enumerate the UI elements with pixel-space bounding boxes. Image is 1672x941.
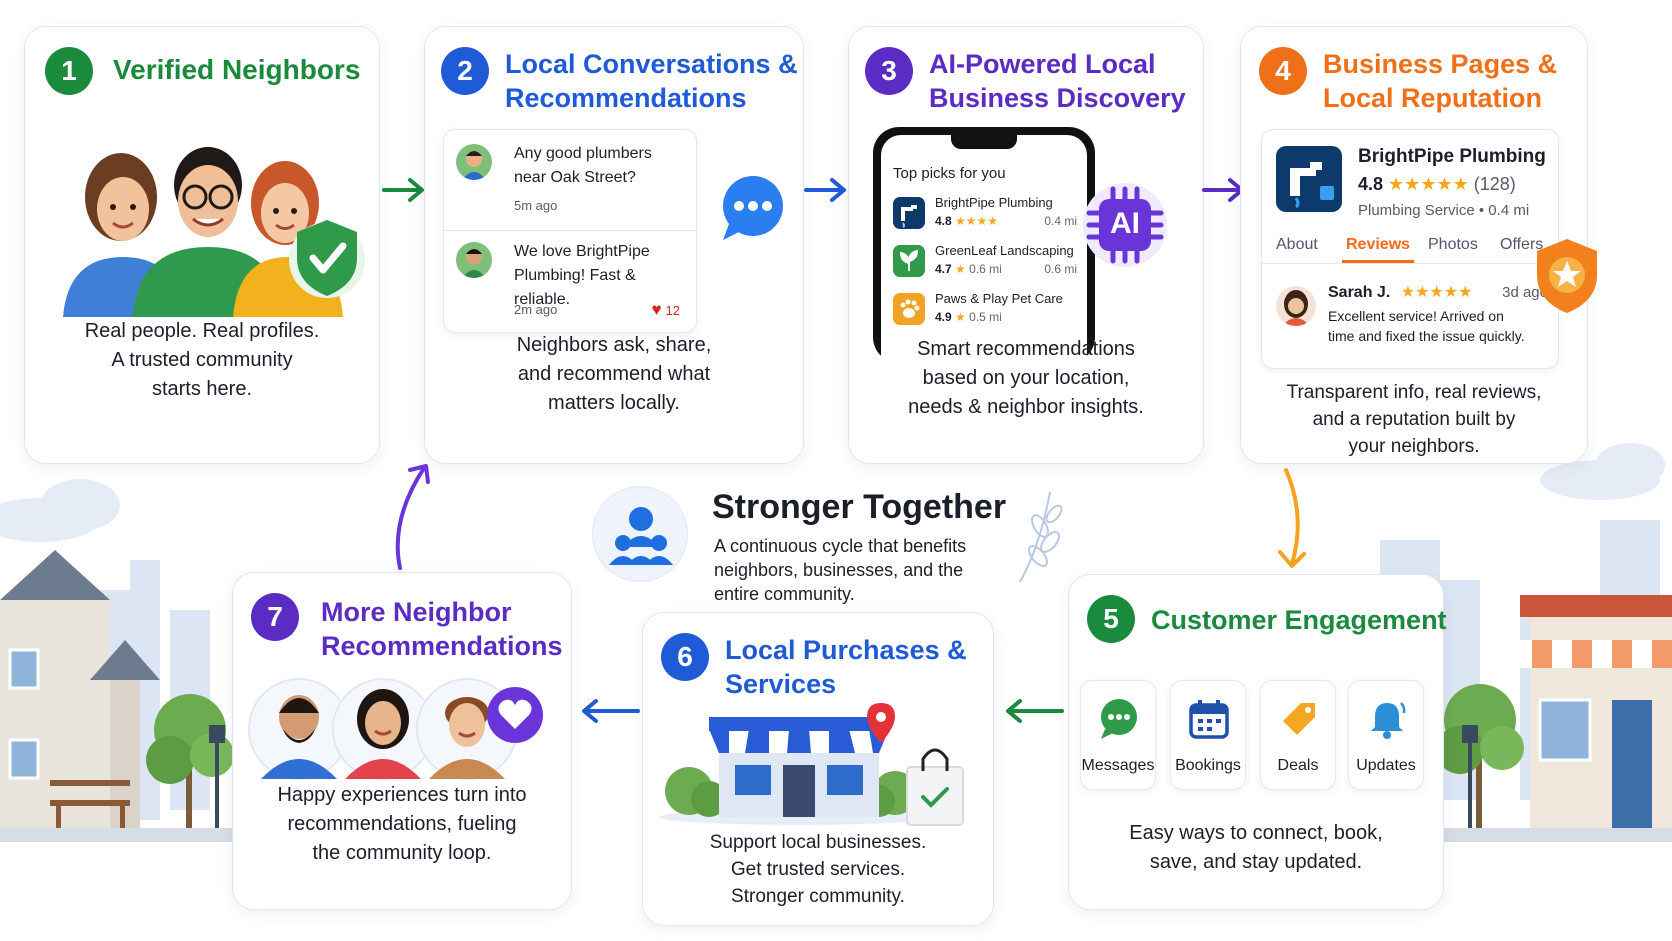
business-logo [1276, 146, 1342, 212]
step-6-description: Support local businesses. Get trusted se… [709, 832, 927, 907]
step-7-number: 7 [251, 593, 299, 641]
leaf-sprig-icon [1019, 491, 1063, 583]
step-2-title: Local Conversations & Recommendations [505, 49, 798, 113]
arrow-5-to-6 [1006, 699, 1064, 723]
avatar [456, 144, 492, 180]
pick-item[interactable]: GreenLeaf Landscaping 4.7 ★ 0.6 mi 0.6 m… [893, 241, 1077, 281]
arrow-4-to-5 [1278, 468, 1306, 568]
business-name: BrightPipe Plumbing [1358, 146, 1546, 167]
chat-message-text: Any good plumbers near Oak Street? [514, 145, 652, 186]
center-subtitle: A continuous cycle that benefits neighbo… [714, 536, 967, 604]
step-2-number: 2 [441, 47, 489, 95]
step-6-number: 6 [661, 633, 709, 681]
phone-notch [951, 135, 1017, 149]
step-7-title: More Neighbor Recommendations [321, 597, 563, 661]
chat-bubble-icon [1101, 699, 1137, 739]
heart-icon [487, 687, 543, 743]
tab-offers[interactable]: Offers [1500, 236, 1544, 253]
step-3-card: 3 AI-Powered Local Business Discovery To… [848, 26, 1204, 464]
chat-message-time: 5m ago [514, 198, 558, 213]
arrow-7-to-2 [395, 464, 430, 570]
tab-photos[interactable]: Photos [1428, 236, 1478, 253]
step-3-title: AI-Powered Local Business Discovery [929, 49, 1186, 113]
phone-screen: Top picks for you BrightPipe Plumbing 4.… [881, 135, 1087, 363]
step-3-description: Smart recommendations based on your loca… [908, 338, 1144, 418]
step-1-description: Real people. Real profiles. A trusted co… [84, 320, 320, 400]
updates-tile[interactable]: Updates [1348, 680, 1424, 790]
business-category: Plumbing Service • 0.4 mi [1358, 202, 1530, 219]
avatar [1276, 286, 1316, 326]
step-1-title: Verified Neighbors [113, 54, 361, 85]
business-rating: 4.8 ★★★★★ (128) [1358, 174, 1516, 194]
step-2-description: Neighbors ask, share, and recommend what… [516, 334, 712, 414]
bell-icon [1371, 702, 1406, 739]
review-text: Excellent service! Arrived on time and f… [1328, 308, 1525, 344]
step-1-number: 1 [45, 47, 93, 95]
faucet-icon [893, 197, 925, 229]
center-title: Stronger Together [712, 488, 1007, 526]
step-4-card: 4 Business Pages & Local Reputation Brig… [1240, 26, 1597, 464]
like-count[interactable]: ♥ 12 [651, 300, 680, 319]
step-6-title: Local Purchases & Services [725, 635, 967, 699]
phone-mockup: Top picks for you BrightPipe Plumbing 4.… [873, 127, 1095, 363]
paw-icon [893, 293, 925, 325]
avatar [456, 242, 492, 278]
phone-heading: Top picks for you [893, 165, 1006, 182]
step-6-card: 6 Local Purchases & Services Support loc… [642, 612, 994, 926]
messages-tile[interactable]: Messages [1080, 680, 1156, 790]
shopping-bag-icon [906, 748, 964, 826]
divider [1262, 263, 1558, 264]
chat-bubble-icon [723, 176, 783, 240]
step-4-description: Transparent info, real reviews, and a re… [1286, 382, 1542, 457]
review-item[interactable]: Sarah J. ★★★★★ 3d ago Excellent service!… [1276, 280, 1548, 360]
chat-message[interactable]: We love BrightPipe Plumbing! Fast & reli… [456, 240, 684, 330]
step-5-description: Easy ways to connect, book, save, and st… [1129, 822, 1383, 873]
review-time: 3d ago [1502, 284, 1548, 301]
arrow-6-to-7 [582, 699, 640, 723]
heart-icon: ♥ [651, 300, 662, 319]
community-people-icon [609, 507, 673, 565]
deals-tile[interactable]: Deals [1260, 680, 1336, 790]
step-2-card: 2 Local Conversations & Recommendations … [424, 26, 804, 464]
step-4-number: 4 [1259, 47, 1307, 95]
step-4-title: Business Pages & Local Reputation [1323, 49, 1558, 113]
arrow-1-to-2 [382, 178, 424, 202]
pick-item[interactable]: Paws & Play Pet Care 4.9 ★ 0.5 mi [893, 289, 1077, 329]
step-1-card: 1 Verified Neighbors Real people. Real p… [24, 26, 380, 464]
chat-message-time: 2m ago [514, 302, 558, 317]
step-5-title: Customer Engagement [1151, 605, 1447, 635]
review-author: Sarah J. ★★★★★ [1328, 284, 1473, 301]
divider [444, 230, 696, 231]
chat-message[interactable]: Any good plumbers near Oak Street? 5m ag… [456, 142, 684, 232]
shield-check-icon [289, 220, 365, 298]
step-7-card: 7 More Neighbor Recommendations Happy ex… [232, 572, 572, 910]
shield-star-icon [1537, 239, 1597, 313]
step-5-number: 5 [1087, 595, 1135, 643]
active-tab-underline [1342, 260, 1414, 263]
bookings-tile[interactable]: Bookings [1170, 680, 1246, 790]
step-3-number: 3 [865, 47, 913, 95]
calendar-icon [1189, 700, 1229, 739]
tab-reviews[interactable]: Reviews [1346, 236, 1411, 253]
arrow-2-to-3 [804, 178, 846, 202]
community-hub [592, 486, 688, 582]
business-page-preview: BrightPipe Plumbing 4.8 ★★★★★ (128) Plum… [1261, 129, 1559, 369]
pick-item[interactable]: BrightPipe Plumbing 4.8 ★★★★ 0.4 mi [893, 193, 1077, 233]
leaf-icon [893, 245, 925, 277]
business-tabs: About Reviews Photos Offers [1276, 236, 1546, 260]
ai-chip-icon: AI [1081, 181, 1169, 269]
chat-message-text: We love BrightPipe Plumbing! Fast & reli… [514, 243, 650, 308]
tag-icon [1283, 703, 1315, 735]
neighbors-illustration [63, 147, 343, 317]
chat-thread: Any good plumbers near Oak Street? 5m ag… [443, 129, 697, 333]
step-7-description: Happy experiences turn into recommendati… [277, 784, 527, 864]
neighbors-faces-illustration [248, 678, 518, 780]
tab-about[interactable]: About [1276, 236, 1318, 253]
